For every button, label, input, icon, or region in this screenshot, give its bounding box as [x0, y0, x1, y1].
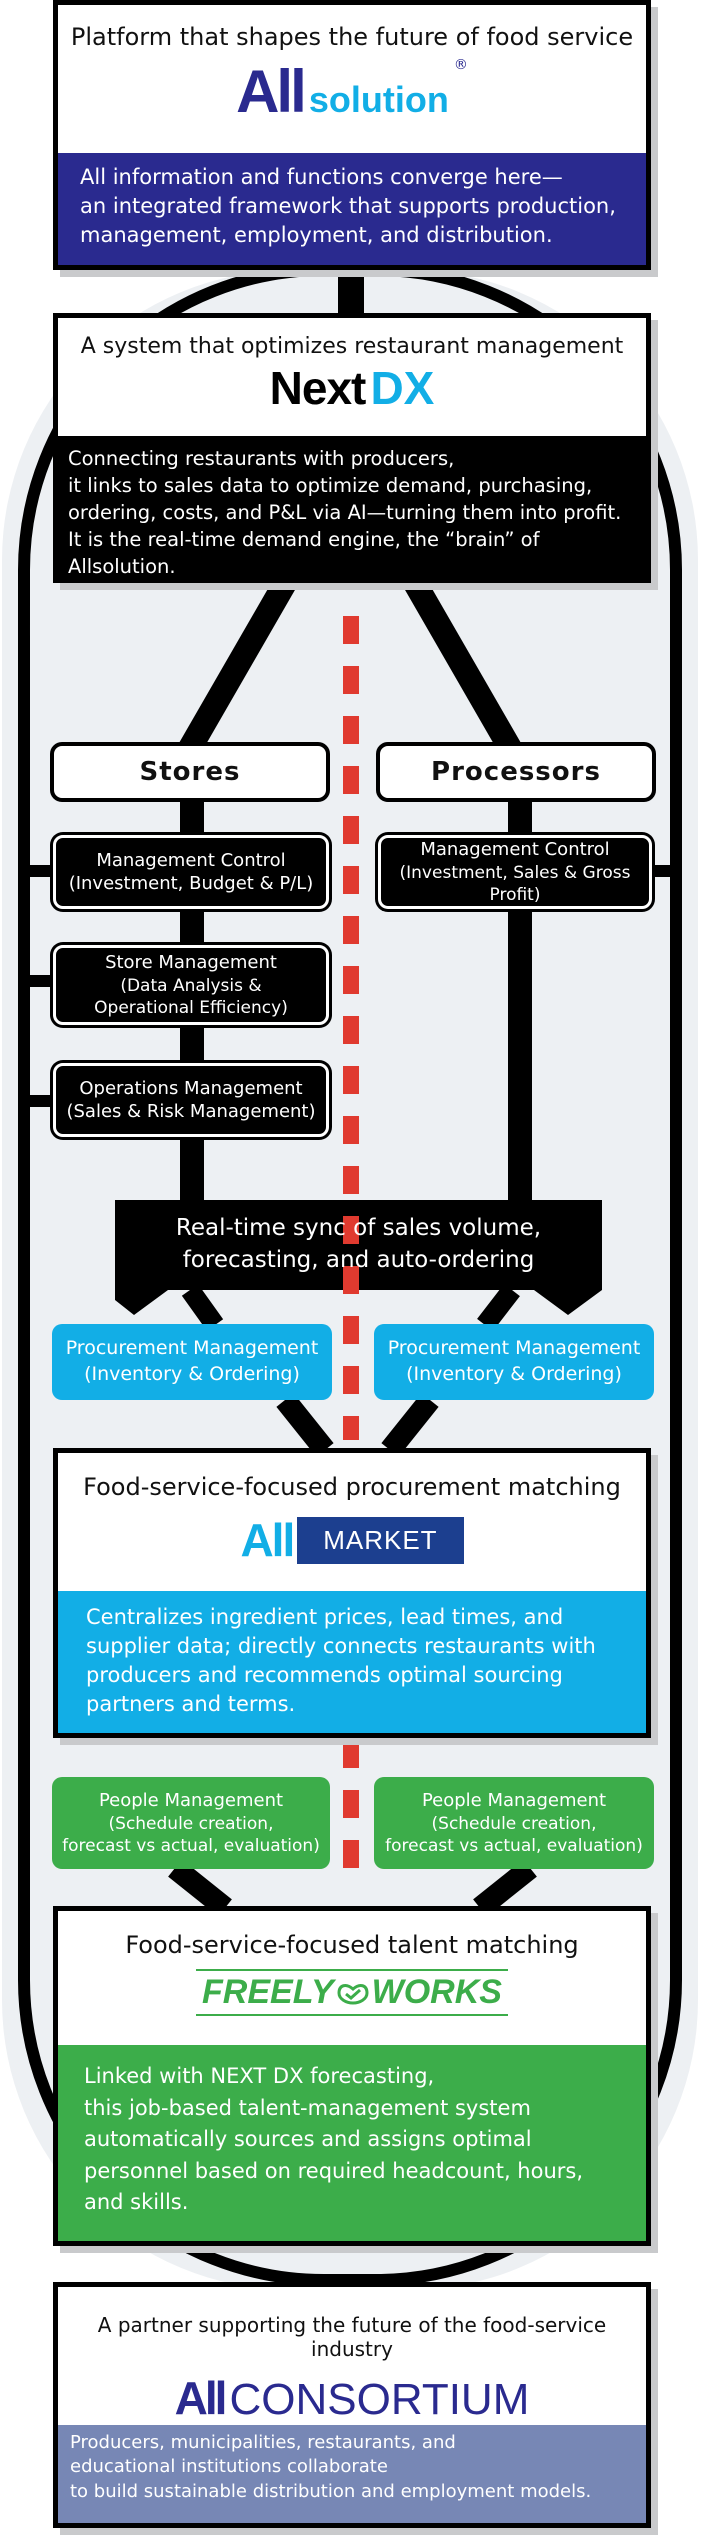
allmarket-logo-market: MARKET: [297, 1516, 464, 1564]
connector-procurement-left: [276, 1393, 334, 1457]
connector-people-left: [168, 1859, 232, 1917]
nextdx-logo: Next DX: [58, 361, 646, 415]
processors-heading: Processors: [376, 742, 656, 802]
freelyworks-card: Food-service-focused talent matching FRE…: [53, 1906, 651, 2246]
stores-procurement-management: Procurement Management (Inventory & Orde…: [52, 1324, 332, 1400]
freelyworks-logo: FREELY WORKS: [196, 1969, 508, 2016]
stores-heading: Stores: [50, 742, 330, 802]
nextdx-description: Connecting restaurants with producers, i…: [58, 436, 646, 578]
consortium-tagline: A partner supporting the future of the f…: [97, 2313, 607, 2361]
connector-sync-left: [181, 1284, 224, 1331]
nextdx-tagline: A system that optimizes restaurant manag…: [80, 334, 624, 359]
allsolution-logo-all: All: [236, 58, 307, 125]
connector-procurement-right: [381, 1393, 439, 1457]
tick-left-1: [24, 865, 54, 877]
allmarket-tagline: Food-service-focused procurement matchin…: [83, 1473, 621, 1501]
allsolution-tagline: Platform that shapes the future of food …: [70, 23, 634, 51]
allsolution-card: Platform that shapes the future of food …: [53, 0, 651, 270]
processors-people-management: People Management (Schedule creation, fo…: [374, 1777, 654, 1869]
freelyworks-description: Linked with NEXT DX forecasting, this jo…: [58, 2045, 646, 2241]
connector-people-right: [473, 1859, 537, 1917]
stores-operations-management: Operations Management (Sales & Risk Mana…: [53, 1063, 329, 1137]
allmarket-logo-all: All: [240, 1514, 295, 1566]
allmarket-description: Centralizes ingredient prices, lead time…: [58, 1591, 646, 1733]
consortium-logo-all: All: [174, 2372, 228, 2424]
consortium-logo: All CONSORTIUM: [58, 2371, 646, 2425]
connector-nextdx-processors: [401, 572, 521, 754]
tick-left-2: [24, 975, 54, 987]
handshake-icon: [337, 1983, 369, 2005]
processors-procurement-management: Procurement Management (Inventory & Orde…: [374, 1324, 654, 1400]
allsolution-logo-solution: solution: [308, 79, 449, 120]
allmarket-card: Food-service-focused procurement matchin…: [53, 1448, 651, 1738]
allsolution-description: All information and functions converge h…: [58, 153, 646, 265]
freelyworks-logo-left: FREELY: [202, 1973, 334, 2011]
connector-sync-right: [477, 1283, 520, 1332]
tick-left-3: [24, 1095, 54, 1107]
allsolution-logo: All solution ®: [58, 57, 646, 126]
stores-people-management: People Management (Schedule creation, fo…: [52, 1777, 330, 1869]
freelyworks-logo-right: WORKS: [371, 1973, 502, 2011]
registered-mark: ®: [453, 57, 468, 73]
consortium-description: Producers, municipalities, restaurants, …: [58, 2425, 646, 2523]
processors-management-control: Management Control (Investment, Sales & …: [378, 835, 652, 909]
nextdx-logo-next: Next: [269, 362, 367, 414]
sync-text: Real-time sync of sales volume, forecast…: [175, 1214, 542, 1273]
stores-store-management: Store Management (Data Analysis & Operat…: [53, 945, 329, 1025]
sync-banner: [115, 1200, 602, 1315]
consortium-card: A partner supporting the future of the f…: [53, 2282, 651, 2528]
nextdx-logo-dx: DX: [370, 362, 435, 414]
consortium-logo-word: CONSORTIUM: [229, 2375, 530, 2424]
connector-top: [338, 265, 364, 315]
freelyworks-tagline: Food-service-focused talent matching: [125, 1931, 579, 1959]
allmarket-logo: All MARKET: [58, 1513, 646, 1567]
stores-management-control: Management Control (Investment, Budget &…: [53, 835, 329, 909]
nextdx-card: A system that optimizes restaurant manag…: [53, 313, 651, 583]
connector-nextdx-stores: [179, 572, 299, 754]
tick-right-1: [650, 865, 680, 877]
